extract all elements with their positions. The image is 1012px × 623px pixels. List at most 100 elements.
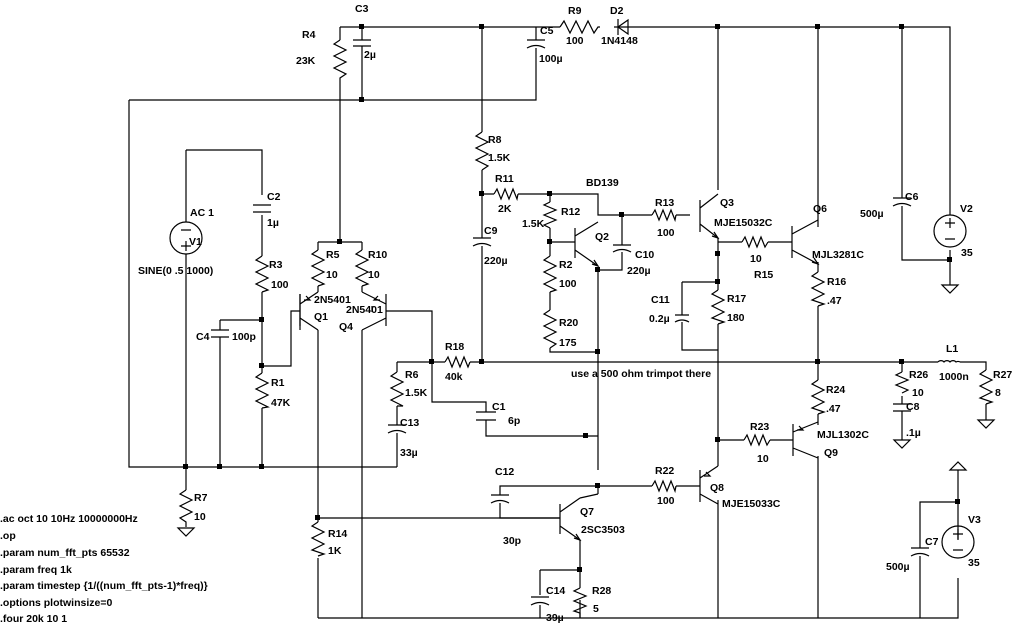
label-R27-val: 8 [995, 387, 1001, 399]
voltage-source-V3 [941, 525, 975, 559]
label-C3-ref: C3 [355, 3, 369, 15]
label-R26-ref: R26 [909, 369, 928, 381]
resistor-R26 [894, 371, 910, 394]
resistor-R14 [310, 521, 326, 557]
resistor-R20 [542, 309, 558, 349]
label-R27-ref: R27 [993, 369, 1012, 381]
label-C11-ref: C11 [651, 294, 670, 306]
label-R15-val: 10 [750, 253, 762, 265]
component-labels: R4 23K C3 2µ R9 100 D2 1N4148 C5 100µ C2… [138, 3, 1012, 623]
resistor-R16 [810, 271, 826, 307]
label-C10-val: 220µ [627, 265, 651, 277]
label-Q8-ref: Q8 [710, 482, 724, 494]
label-C9-val: 220µ [484, 255, 508, 267]
resistor-R12 [542, 201, 558, 229]
label-R24-ref: R24 [826, 384, 845, 396]
label-C2-val: 1µ [267, 217, 279, 229]
resistor-R6 [389, 371, 405, 407]
spice-directive: .param num_fft_pts 65532 [0, 547, 130, 559]
label-Q9-val: MJL1302C [817, 429, 869, 441]
resistor-R27 [978, 369, 994, 405]
transistor-Q3 [699, 193, 720, 240]
label-AC1: AC 1 [190, 207, 214, 219]
label-C1-val: 6p [508, 415, 520, 427]
label-R23-val: 10 [757, 453, 769, 465]
label-R1-ref: R1 [271, 377, 285, 389]
label-C13-val: 33µ [400, 447, 418, 459]
capacitor-C1 [476, 406, 496, 427]
resistor-R22 [651, 479, 677, 494]
capacitor-C4 [211, 325, 229, 345]
transistor-Q7 [559, 493, 599, 542]
spice-directives: .ac oct 10 10Hz 10000000Hz .op .param nu… [0, 513, 208, 623]
label-C12-val: 30p [503, 535, 521, 547]
label-C7-ref: C7 [925, 536, 939, 548]
resistor-R4 [332, 39, 348, 82]
label-V1-val: SINE(0 .5 1000) [138, 265, 213, 277]
wires [128, 26, 987, 619]
ground-icon [892, 439, 912, 449]
transistor-Q6 [791, 219, 820, 266]
label-Q2-ref: Q2 [595, 231, 609, 243]
resistor-R9 [559, 19, 600, 35]
capacitors [211, 39, 930, 612]
capacitor-C14 [530, 596, 550, 612]
voltage-source-V1 [169, 221, 203, 255]
label-C6-val: 500µ [860, 208, 884, 220]
resistor-R13 [651, 208, 677, 223]
spice-directive: .ac oct 10 10Hz 10000000Hz [0, 513, 138, 525]
capacitor-C7 [910, 546, 930, 566]
spice-directive: .options plotwinsize=0 [0, 597, 112, 609]
label-R18-ref: R18 [445, 341, 464, 353]
label-V3-val: 35 [968, 557, 980, 569]
label-R10-val: 10 [368, 269, 380, 281]
label-R11-val: 2K [498, 203, 512, 215]
diode-D2 [614, 18, 640, 36]
supply-arrow-icon [948, 461, 968, 471]
transistor-Q2 [574, 221, 600, 268]
label-R22-val: 100 [657, 495, 675, 507]
label-Q3-ref: Q3 [720, 197, 734, 209]
label-R15-ref: R15 [754, 269, 773, 281]
label-L1-ref: L1 [946, 343, 958, 355]
label-R10-ref: R10 [368, 249, 387, 261]
label-R28-val: 5 [593, 603, 599, 615]
resistor-R10 [354, 249, 370, 287]
resistor-R1 [254, 372, 270, 409]
label-C5-val: 100µ [539, 53, 563, 65]
label-R20-ref: R20 [559, 317, 578, 329]
capacitor-C9 [472, 234, 492, 254]
label-R14-ref: R14 [328, 528, 347, 540]
spice-directive: .param timestep {1/((num_fft_pts-1)*freq… [0, 580, 208, 592]
capacitor-C11 [674, 314, 690, 330]
label-R7-ref: R7 [194, 492, 208, 504]
label-V1-ref: V1 [189, 236, 202, 248]
label-R9-ref: R9 [568, 5, 582, 17]
label-R18-val: 40k [445, 371, 463, 383]
label-R5-ref: R5 [326, 249, 340, 261]
resistor-R5 [310, 249, 326, 287]
transistor-Q1 [299, 291, 319, 331]
resistor-R17 [710, 289, 726, 325]
label-Q2-val: BD139 [586, 177, 619, 189]
label-R5-val: 10 [326, 269, 338, 281]
label-C3-val: 2µ [364, 49, 376, 61]
label-C4-ref: C4 [196, 331, 210, 343]
label-R11-ref: R11 [495, 173, 514, 185]
label-R8-ref: R8 [488, 134, 502, 146]
label-R7-val: 10 [194, 511, 206, 523]
label-R13-ref: R13 [655, 197, 674, 209]
label-C12-ref: C12 [495, 466, 514, 478]
label-C13-ref: C13 [400, 417, 419, 429]
label-L1-val: 1000n [939, 371, 969, 383]
resistor-R3 [254, 255, 270, 293]
label-C5-ref: C5 [540, 25, 554, 37]
label-C7-val: 500µ [886, 561, 910, 573]
label-R22-ref: R22 [655, 465, 674, 477]
label-D2-val: 1N4148 [601, 35, 638, 47]
resistor-R2 [542, 255, 558, 293]
capacitor-C13 [387, 424, 407, 447]
spice-directive: .four 20k 10 1 [0, 613, 67, 623]
label-R13-val: 100 [657, 227, 675, 239]
